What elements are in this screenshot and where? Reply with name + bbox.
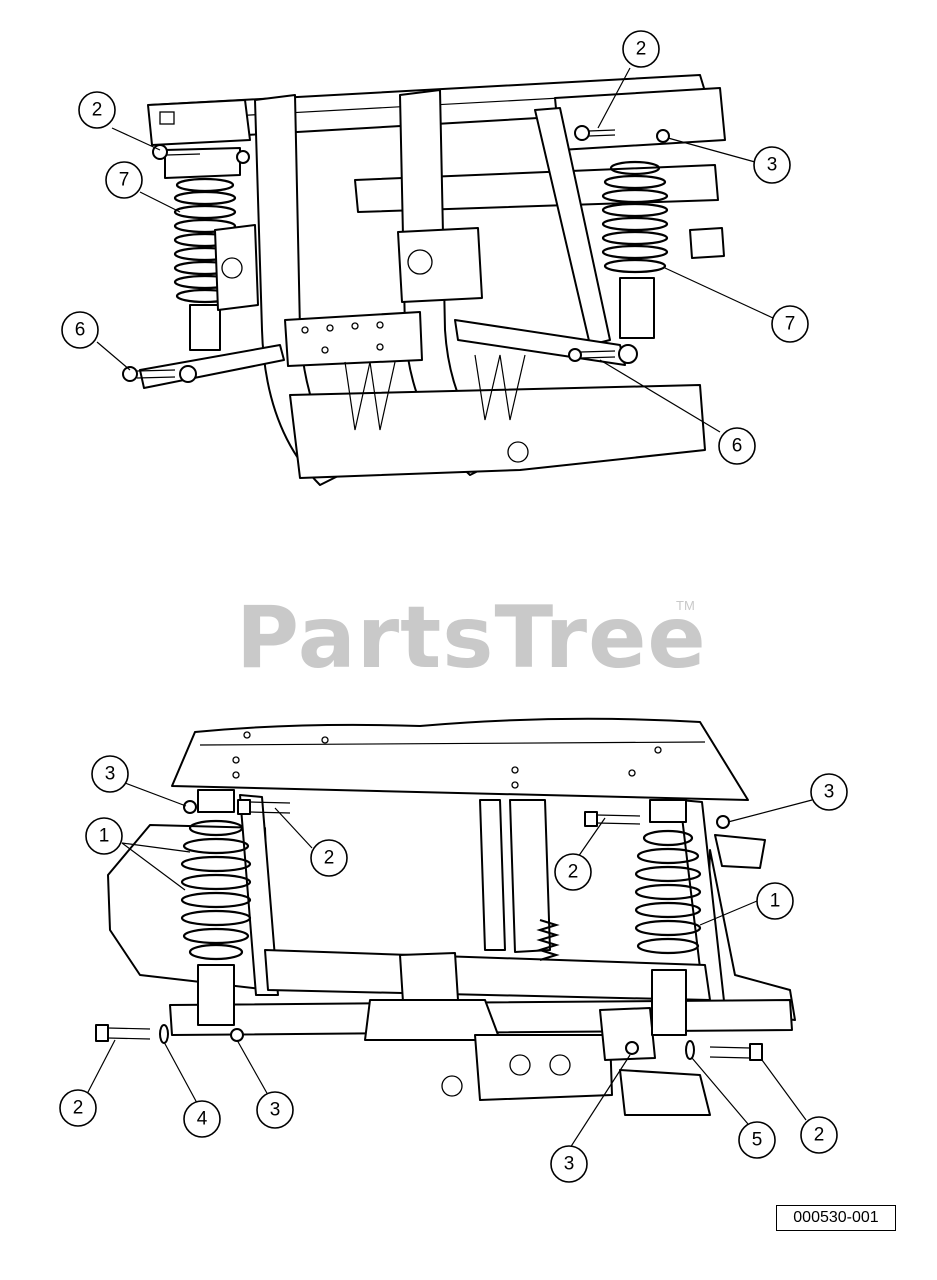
- callout-b-4: 4: [183, 1100, 221, 1138]
- callout-b-5: 5: [738, 1121, 776, 1159]
- top-suspension-assembly: [122, 74, 726, 486]
- diagram-reference-code: 000530-001: [776, 1205, 896, 1231]
- svg-text:7: 7: [119, 170, 130, 191]
- bottom-leaders: [86, 782, 813, 1149]
- callout-b-3b: 3: [810, 773, 848, 811]
- callout-t-3: 3: [753, 146, 791, 184]
- callout-b-3d: 3: [550, 1145, 588, 1183]
- svg-text:4: 4: [197, 1109, 208, 1130]
- bottom-suspension-assembly: [95, 717, 796, 1116]
- svg-text:1: 1: [99, 826, 110, 847]
- watermark-logo: PartsTree: [236, 588, 707, 688]
- callout-b-1a: 1: [85, 817, 123, 855]
- callout-b-2a: 2: [310, 839, 348, 877]
- svg-text:6: 6: [75, 320, 86, 341]
- svg-text:2: 2: [324, 848, 335, 869]
- svg-text:7: 7: [785, 314, 796, 335]
- svg-text:2: 2: [568, 862, 579, 883]
- svg-text:3: 3: [824, 782, 835, 803]
- callout-t-2a: 2: [78, 91, 116, 129]
- callout-b-2c: 2: [59, 1089, 97, 1127]
- callout-t-6b: 6: [718, 427, 756, 465]
- upper-bolt-right: [584, 811, 730, 829]
- callout-b-2d: 2: [800, 1116, 838, 1154]
- svg-text:5: 5: [752, 1130, 763, 1151]
- svg-text:3: 3: [270, 1100, 281, 1121]
- svg-text:2: 2: [636, 39, 647, 60]
- svg-text:3: 3: [105, 764, 116, 785]
- lower-bolt-left: [95, 1024, 244, 1044]
- svg-text:2: 2: [73, 1098, 84, 1119]
- watermark-trademark: TM: [676, 598, 695, 613]
- top-nut-right: [656, 129, 670, 143]
- svg-text:3: 3: [767, 155, 778, 176]
- top-leaders: [96, 67, 774, 433]
- callout-b-3a: 3: [91, 755, 129, 793]
- right-coil-spring: [601, 160, 725, 339]
- callout-t-2b: 2: [622, 30, 660, 68]
- callout-b-3c: 3: [256, 1091, 294, 1129]
- left-coil-spring: [164, 147, 259, 351]
- upper-bolt-left: [183, 799, 291, 815]
- callout-t-7b: 7: [771, 305, 809, 343]
- svg-text:2: 2: [92, 100, 103, 121]
- callout-t-6a: 6: [61, 311, 99, 349]
- svg-text:6: 6: [732, 436, 743, 457]
- top-bolt-right: [574, 125, 616, 141]
- svg-text:2: 2: [814, 1125, 825, 1146]
- top-nut-left: [236, 150, 250, 164]
- lower-bolt-right: [625, 1040, 763, 1061]
- lower-pin-right: [568, 344, 638, 364]
- callout-t-7a: 7: [105, 161, 143, 199]
- callout-b-2b: 2: [554, 853, 592, 891]
- front-left-coil-spring: [180, 789, 252, 1026]
- callout-b-1b: 1: [756, 882, 794, 920]
- lower-pin-left: [122, 365, 197, 383]
- svg-text:1: 1: [770, 891, 781, 912]
- svg-text:3: 3: [564, 1154, 575, 1175]
- front-right-coil-spring: [634, 799, 702, 1036]
